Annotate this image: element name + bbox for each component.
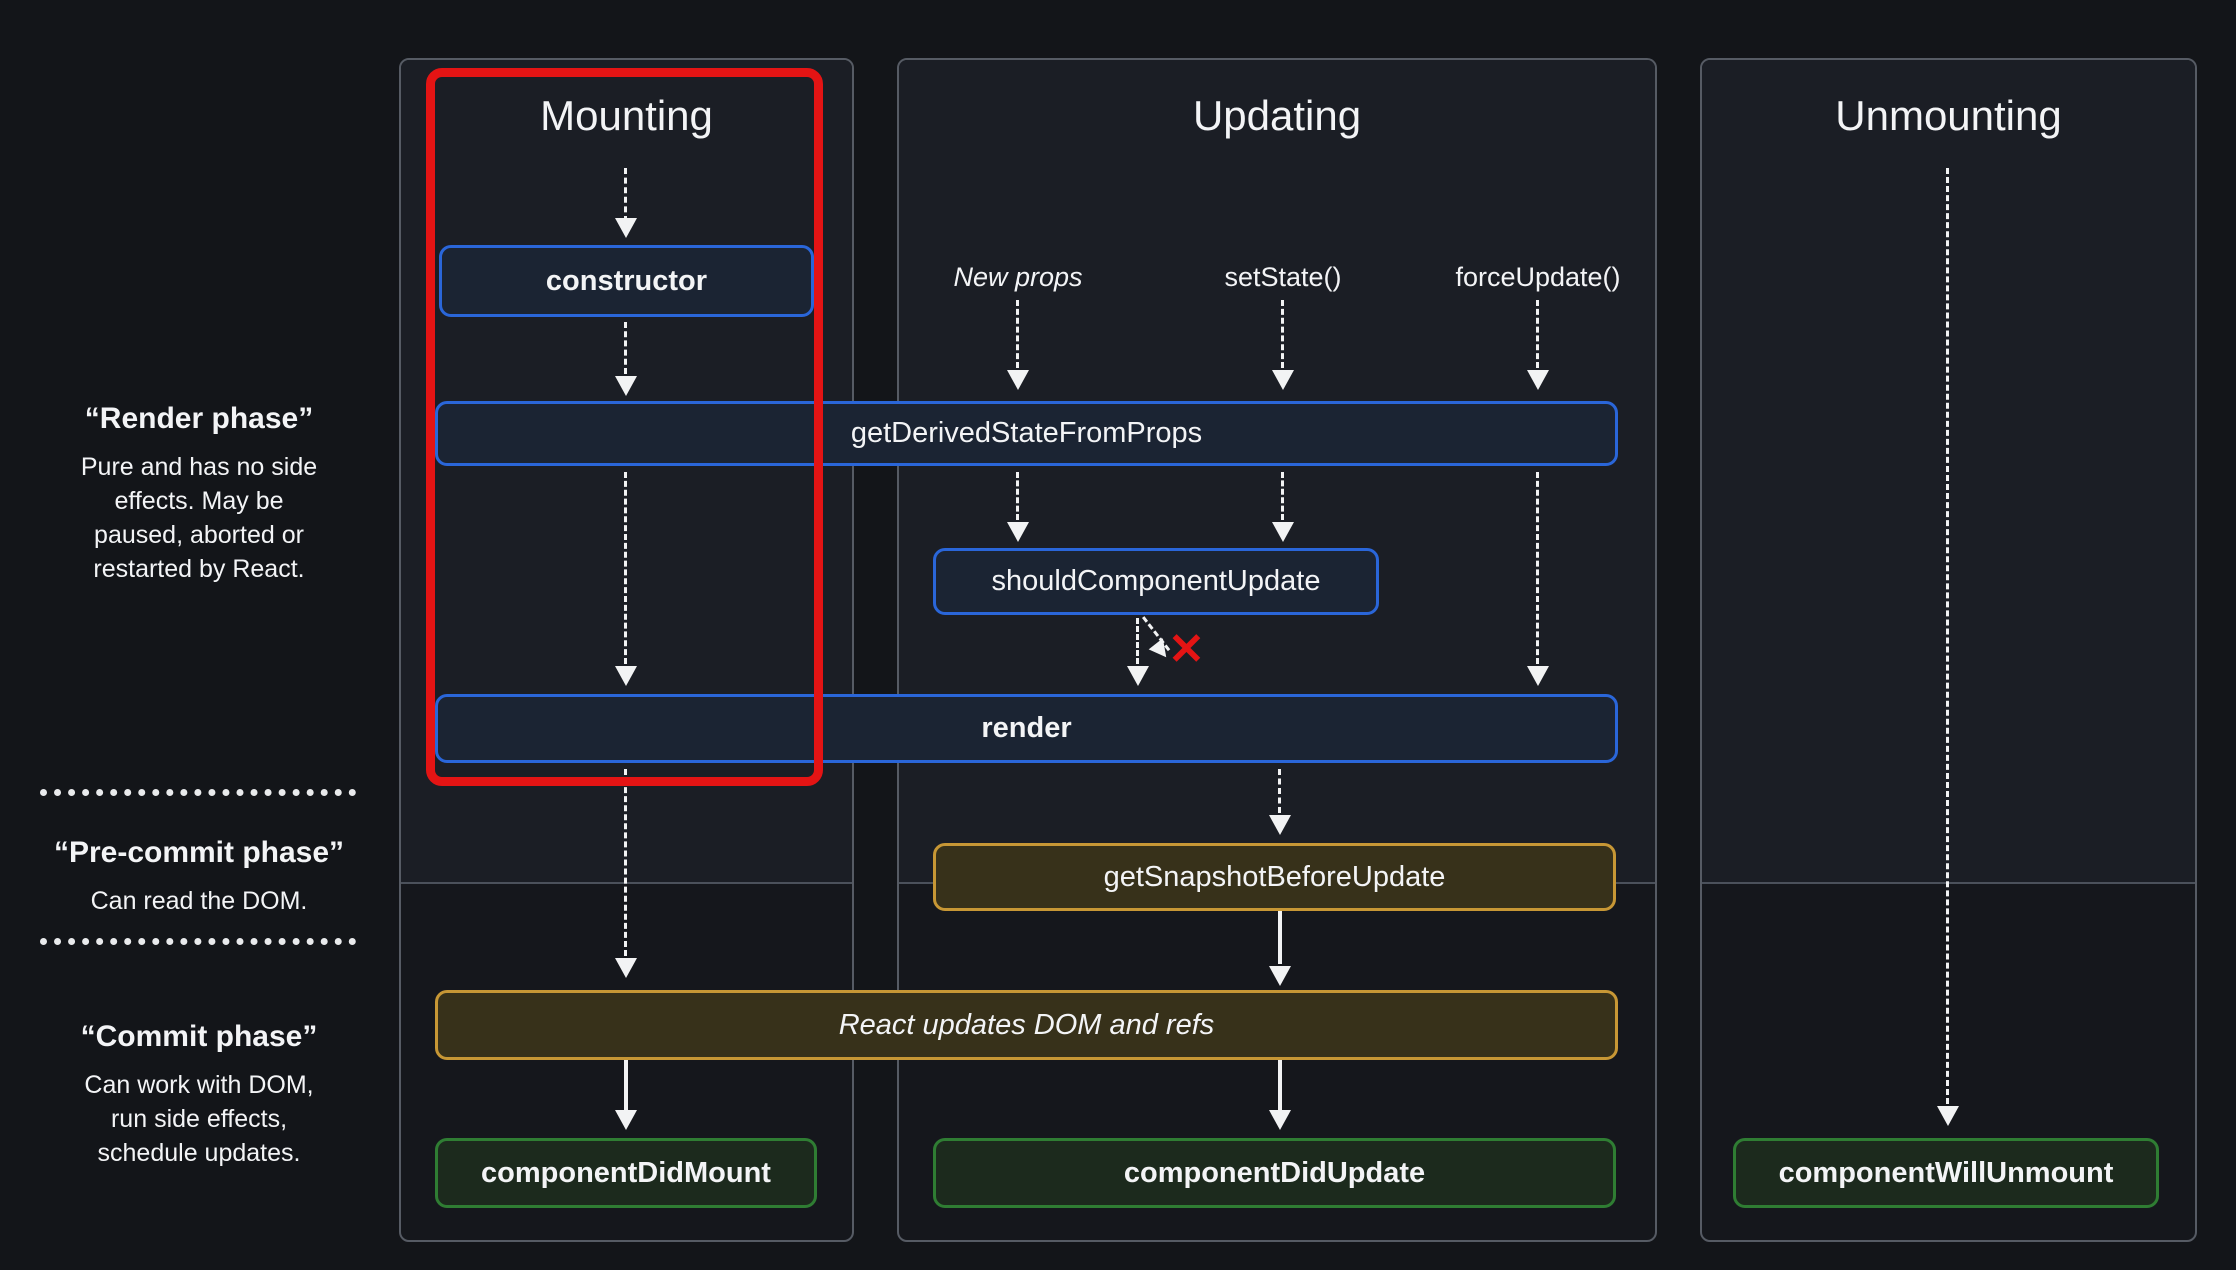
react-updates-dom-box: React updates DOM and refs bbox=[435, 990, 1618, 1060]
componentwillunmount-box[interactable]: componentWillUnmount bbox=[1733, 1138, 2159, 1208]
pre-commit-phase-desc: Can read the DOM. bbox=[90, 887, 308, 915]
constructor-box[interactable]: constructor bbox=[439, 245, 814, 317]
arrow-forceupdate-bypass-to-render bbox=[1536, 472, 1539, 664]
arrow-getderived-to-render-mounting bbox=[624, 472, 627, 664]
arrow-setstate-to-getderived bbox=[1281, 300, 1284, 368]
getderivedstatefromprops-box[interactable]: getDerivedStateFromProps bbox=[435, 401, 1618, 466]
arrowhead bbox=[1127, 666, 1149, 686]
arrow-render-to-reactupdates-mounting bbox=[624, 769, 627, 956]
shouldcomponentupdate-box[interactable]: shouldComponentUpdate bbox=[933, 548, 1379, 615]
arrowhead bbox=[615, 958, 637, 978]
new-props-label: New props bbox=[953, 262, 1083, 292]
commit-phase-note: “Commit phase” Can work with DOM, run si… bbox=[40, 1020, 358, 1170]
arrow-mounting-to-constructor bbox=[624, 168, 627, 222]
arrowhead bbox=[1007, 370, 1029, 390]
arrow-shouldupdate-to-render bbox=[1136, 618, 1139, 664]
updating-column-panel bbox=[897, 58, 1657, 1242]
render-box[interactable]: render bbox=[435, 694, 1618, 763]
arrow-getderived-to-shouldupdate-right bbox=[1281, 472, 1284, 520]
arrowhead bbox=[1527, 666, 1549, 686]
arrowhead bbox=[615, 1110, 637, 1130]
pre-commit-phase-title: “Pre-commit phase” bbox=[53, 836, 345, 869]
unmounting-column-title: Unmounting bbox=[1835, 92, 2062, 139]
mounting-highlight-rectangle bbox=[426, 68, 823, 786]
arrow-getsnapshot-to-reactupdates bbox=[1278, 911, 1282, 964]
render-phase-desc: Pure and has no side effects. May be pau… bbox=[80, 453, 318, 583]
arrowhead bbox=[1269, 815, 1291, 835]
forceupdate-label: forceUpdate() bbox=[1455, 262, 1621, 292]
updating-column-title: Updating bbox=[1192, 92, 1362, 139]
arrow-reactupdates-to-didupdate bbox=[1278, 1060, 1282, 1110]
mounting-column-title: Mounting bbox=[540, 92, 713, 139]
getsnapshotbeforeupdate-box[interactable]: getSnapshotBeforeUpdate bbox=[933, 843, 1616, 911]
arrow-reactupdates-to-didmount bbox=[624, 1060, 628, 1110]
arrow-unmounting-to-willunmount bbox=[1946, 168, 1949, 1104]
arrowhead bbox=[1269, 1110, 1291, 1130]
arrow-render-to-getsnapshot bbox=[1278, 769, 1281, 813]
arrow-newprops-to-getderived bbox=[1016, 300, 1019, 368]
arrowhead bbox=[615, 218, 637, 238]
componentdidmount-box[interactable]: componentDidMount bbox=[435, 1138, 817, 1208]
phase-divider bbox=[40, 789, 356, 796]
arrowhead bbox=[1272, 522, 1294, 542]
abort-x-icon: ✕ bbox=[1168, 625, 1205, 674]
commit-phase-desc: Can work with DOM, run side effects, sch… bbox=[84, 1071, 314, 1167]
arrowhead bbox=[1527, 370, 1549, 390]
arrow-constructor-to-getderived bbox=[624, 322, 627, 374]
render-phase-note: “Render phase” Pure and has no side effe… bbox=[40, 402, 358, 586]
arrow-getderived-to-shouldupdate-left bbox=[1016, 472, 1019, 520]
phase-divider bbox=[40, 938, 356, 945]
arrowhead bbox=[1272, 370, 1294, 390]
setstate-label: setState() bbox=[1224, 262, 1342, 292]
arrowhead bbox=[615, 376, 637, 396]
arrow-forceupdate-to-getderived bbox=[1536, 300, 1539, 368]
arrowhead bbox=[1269, 966, 1291, 986]
arrowhead bbox=[1007, 522, 1029, 542]
pre-commit-phase-note: “Pre-commit phase” Can read the DOM. bbox=[40, 836, 358, 918]
render-phase-title: “Render phase” bbox=[84, 402, 314, 435]
arrowhead bbox=[1937, 1106, 1959, 1126]
arrowhead bbox=[615, 666, 637, 686]
componentdidupdate-box[interactable]: componentDidUpdate bbox=[933, 1138, 1616, 1208]
commit-phase-title: “Commit phase” bbox=[80, 1020, 318, 1053]
